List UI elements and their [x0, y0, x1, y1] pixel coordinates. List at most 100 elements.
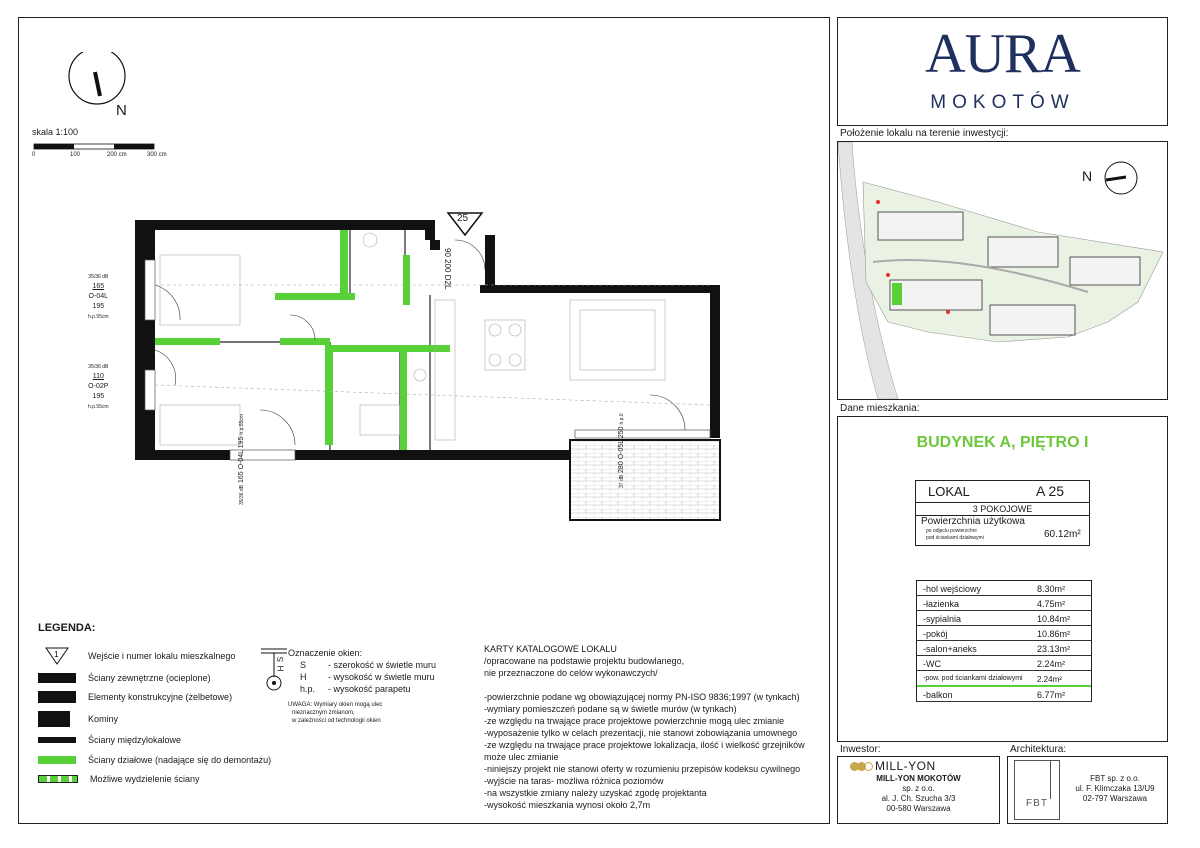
investor-info: MILL-YON MOKOTÓW sp. z o.o. al. J. Ch. S…: [837, 774, 1000, 814]
apartment-heading: Dane mieszkania:: [840, 403, 920, 414]
window-note-2: nieznacznym zmianom,: [292, 710, 355, 716]
legend-party-walls-text: Ściany międzylokalowe: [88, 735, 182, 745]
party-wall-swatch: [38, 737, 76, 743]
area-row: -hol wejściowy 8.30m²: [917, 581, 1091, 596]
catalog-notes: KARTY KATALOGOWE LOKALU /opracowane na p…: [484, 643, 805, 811]
note-line: -ze względu na trwające prace projektowe…: [484, 740, 805, 750]
window-legend-note: UWAGA: Wymiary okien mogą ulec nieznaczn…: [288, 701, 382, 725]
floor-plan-panel: [18, 17, 830, 824]
note-line: -wysokość mieszkania wynosi około 2,7m: [484, 800, 651, 810]
usable-area-label: Powierzchnia użytkowa: [921, 516, 1025, 527]
window-note-1: UWAGA: Wymiary okien mogą ulec: [288, 702, 383, 708]
investor-logo-icon: [850, 761, 873, 771]
window-legend-s-key: S: [300, 660, 307, 670]
usable-area-note-2: pod ściankami działowymi: [926, 535, 984, 541]
legend-entry: 1 Wejście i numer lokalu mieszkalnego: [38, 646, 235, 666]
window-3-bottom: 195: [238, 436, 245, 449]
partition-area-value: 2.24m²: [1037, 675, 1062, 684]
window-label-2: 35/36 dB 110 O-02P 195 h.p.55cm: [88, 362, 109, 412]
legend-possible-wall: Możliwe wydzielenie ściany: [38, 774, 200, 784]
apartment-data-panel: [837, 416, 1168, 742]
scale-bar: [33, 143, 155, 150]
window-symbol-h: H: [276, 665, 286, 672]
architect-panel: [1007, 756, 1168, 824]
area-name: -WC: [923, 659, 941, 669]
legend-title: LEGENDA:: [38, 622, 96, 634]
entry-triangle-icon: 1: [45, 647, 69, 665]
area-value: 2.24m²: [1037, 659, 1066, 669]
area-row: -salon+aneks 23.13m²: [917, 641, 1091, 656]
window-symbol-icon: [261, 648, 287, 691]
architect-name: FBT sp. z o.o.: [1090, 774, 1140, 783]
lokal-label: LOKAL: [928, 484, 970, 499]
scale-tick-200: 200 cm: [107, 152, 127, 158]
area-name: -hol wejściowy: [923, 584, 982, 594]
window-2-hp: h.p.55cm: [88, 404, 109, 410]
legend-party-walls: Ściany międzylokalowe: [38, 735, 181, 745]
area-row: -sypialnia 10.84m²: [917, 611, 1091, 626]
usable-area-value: 60.12m²: [1044, 529, 1081, 540]
window-1-code: O-04L: [88, 293, 109, 300]
window-4-db: 37 dB: [619, 474, 625, 488]
partition-area-row: -pow. pod ściankami działowymi 2.24m²: [917, 671, 1091, 687]
area-value: 23.13m²: [1037, 644, 1071, 654]
note-line: nie przeznaczone do celów wykonawczych/: [484, 668, 658, 678]
scale-tick-300: 300 cm: [147, 152, 167, 158]
area-value: 4.75m²: [1037, 599, 1066, 609]
area-value: 10.84m²: [1037, 614, 1071, 624]
door-width: 90: [443, 248, 452, 257]
investor-heading: Inwestor:: [840, 744, 881, 755]
scale-tick-100: 100: [70, 152, 81, 158]
area-value: 8.30m²: [1037, 584, 1066, 594]
window-legend-h-val: - wysokość w świetle muru: [328, 672, 435, 682]
brand-box: [837, 17, 1168, 126]
legend-partitions-text: Ściany działowe (nadające się do demonta…: [88, 755, 272, 765]
location-heading: Położenie lokalu na terenie inwestycji:: [840, 128, 1009, 139]
window-2-bottom: 195: [92, 393, 105, 400]
brand-name: AURA: [925, 23, 1081, 85]
scale-tick-0: 0: [32, 152, 36, 158]
legend-ext-walls-text: Ściany zewnętrzne (ocieplone): [88, 673, 211, 683]
investor-name: MILL-YON MOKOTÓW: [876, 774, 961, 783]
note-line: -wymiary pomieszczeń podane są w świetle…: [484, 704, 737, 714]
site-plan-map: [838, 142, 1167, 399]
partition-swatch: [38, 756, 76, 764]
site-north-label: N: [1082, 168, 1093, 184]
chimney-swatch: [38, 711, 70, 727]
investor-logo: MILL-YON: [850, 759, 936, 773]
brand-sub: MOKOTÓW: [930, 92, 1075, 113]
window-label-1: 35/36 dB 165 O-04L 195 h.p.55cm: [88, 272, 109, 322]
investor-logo-text: MILL-YON: [875, 759, 936, 773]
site-plan-panel: [837, 141, 1168, 400]
window-2-top: 110: [92, 373, 104, 380]
area-name: -sypialnia: [923, 614, 962, 624]
usable-area-note-1: po odjęciu powierzchni: [926, 528, 977, 534]
window-legend-h-row: H- wysokość w świetle muru: [300, 672, 435, 682]
balcony-value: 6.77m²: [1037, 690, 1066, 700]
door-code: D2L: [443, 274, 452, 290]
entry-symbol-number: 1: [54, 650, 59, 659]
possible-wall-swatch: [38, 775, 78, 783]
door-height: 200: [443, 259, 452, 273]
partition-area-name: -pow. pod ściankami działowymi: [923, 675, 1023, 682]
note-line: -niniejszy projekt nie stanowi oferty w …: [484, 764, 801, 774]
legend-possible-wall-text: Możliwe wydzielenie ściany: [90, 774, 200, 784]
balcony-name: -balkon: [923, 690, 953, 700]
note-line: [484, 679, 805, 691]
architect-logo: FBT: [1014, 760, 1060, 820]
architect-line-3: 02-797 Warszawa: [1082, 794, 1148, 803]
legend-chimney-text: Kominy: [88, 714, 119, 724]
window-3-code: O-04L: [238, 450, 245, 470]
area-name: -salon+aneks: [923, 644, 977, 654]
window-legend-hp-key: h.p.: [300, 684, 316, 694]
investor-panel: [837, 756, 1000, 824]
architect-info: FBT sp. z o.o. ul. F. Klimczaka 13/U9 02…: [1062, 774, 1168, 804]
note-line: może ulec zmianie: [484, 752, 559, 762]
note-line: -ze względu na trwające prace projektowe…: [484, 716, 785, 726]
window-note-3: w zależności od technologii okien: [292, 718, 381, 724]
balcony-row: -balkon 6.77m²: [917, 687, 1091, 702]
window-1-db: 35/36 dB: [88, 274, 109, 280]
entry-number: 25: [457, 213, 469, 224]
